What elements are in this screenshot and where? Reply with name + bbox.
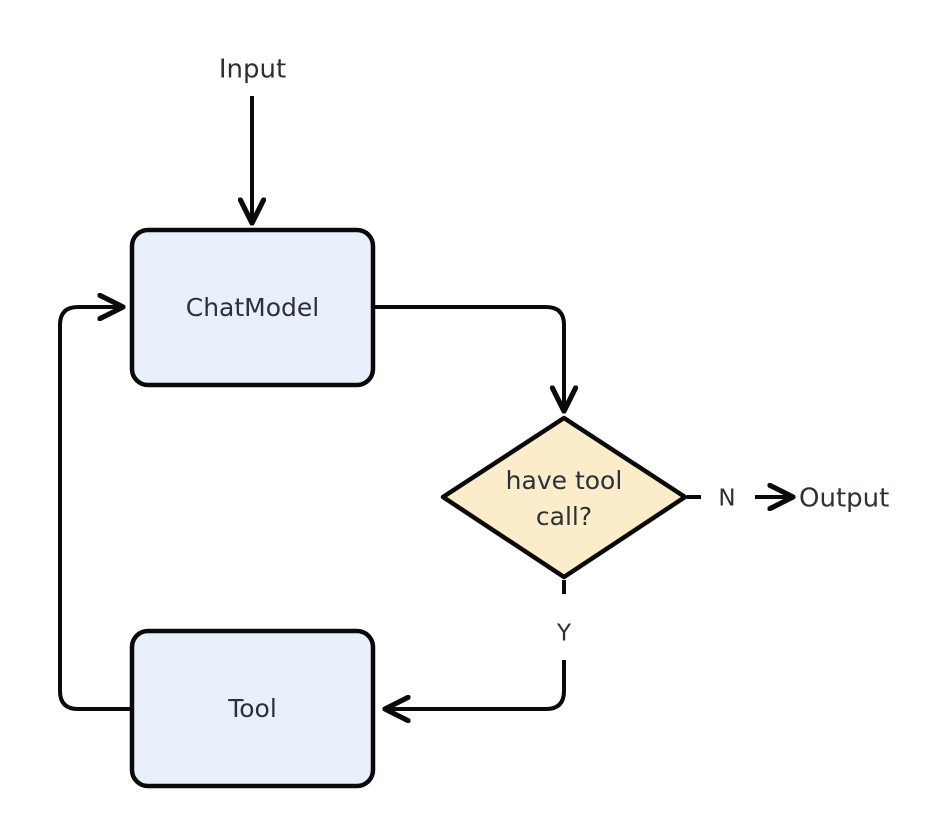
chatmodel-label: ChatModel — [186, 293, 319, 322]
edge-decision-to-output: N — [687, 486, 792, 512]
node-chatmodel[interactable]: ChatModel — [129, 227, 376, 388]
decision-label-line1: have tool — [506, 466, 623, 495]
edge-decision-to-tool: Y — [386, 580, 572, 709]
output-label: Output — [799, 484, 889, 514]
edge-chatmodel-to-decision — [373, 305, 564, 410]
edge-label-no: N — [718, 486, 735, 512]
chatmodel-box[interactable] — [129, 227, 376, 388]
tool-box[interactable] — [129, 628, 376, 789]
edge-tool-to-chatmodel — [58, 307, 132, 711]
decision-label-line2: call? — [536, 502, 592, 531]
tool-label: Tool — [227, 694, 277, 723]
node-decision[interactable]: have tool call? — [440, 415, 688, 580]
input-label: Input — [219, 55, 286, 85]
decision-diamond[interactable] — [440, 415, 688, 580]
node-tool[interactable]: Tool — [129, 628, 376, 789]
edge-label-yes: Y — [556, 621, 572, 647]
